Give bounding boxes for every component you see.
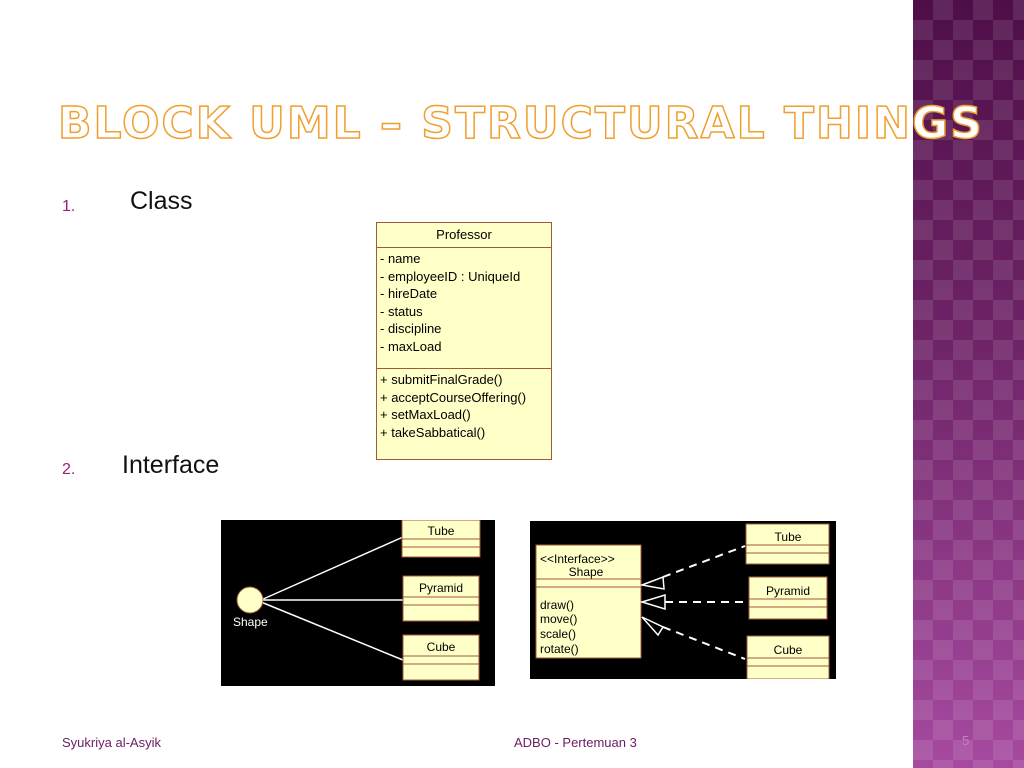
connector-line — [260, 601, 404, 661]
class-operations: + submitFinalGrade() + acceptCourseOffer… — [377, 369, 551, 441]
realization-arrowhead — [639, 593, 666, 611]
interface-lollipop-diagram: Shape Tube Pyramid Cube — [221, 519, 495, 686]
class-attribute: - employeeID : UniqueId — [380, 268, 521, 284]
interface-operation: move() — [540, 612, 577, 626]
class-name: Tube — [775, 530, 802, 544]
connector-line — [260, 536, 404, 601]
realization-line — [662, 626, 746, 660]
class-box-pyramid: Pyramid — [402, 575, 480, 622]
list-number-1: 1. — [62, 198, 76, 215]
slide-title: BLOCK UML – STRUCTURAL THINGS — [57, 97, 984, 150]
decorative-side-band — [913, 0, 1024, 768]
class-name: Pyramid — [419, 581, 463, 595]
interface-operation: draw() — [540, 598, 574, 612]
realization-arrowhead — [639, 575, 665, 590]
interface-operation: scale() — [540, 627, 576, 641]
class-attribute: - name — [380, 251, 421, 266]
class-name: Tube — [428, 524, 455, 538]
realization-arrowhead — [641, 616, 665, 637]
class-attribute: - status — [380, 303, 423, 319]
professor-class-diagram: Professor - name - employeeID : UniqueId… — [376, 222, 552, 460]
class-name: Cube — [774, 643, 803, 657]
footer-course: ADBO - Pertemuan 3 — [514, 735, 637, 750]
interface-operation: rotate() — [540, 642, 579, 656]
class-box-tube: Tube — [745, 523, 830, 565]
interface-circle — [236, 586, 264, 614]
class-operation: + setMaxLoad() — [380, 407, 471, 422]
class-name: Professor — [377, 223, 551, 248]
class-attributes: - name - employeeID : UniqueId - hireDat… — [377, 248, 551, 369]
class-name: Pyramid — [766, 584, 810, 598]
interface-realization-diagram: <<Interface>> Shape draw() move() scale(… — [530, 521, 836, 680]
class-operation: + acceptCourseOffering() — [380, 389, 527, 405]
interface-stereotype: <<Interface>> — [540, 552, 615, 566]
class-box-cube: Cube — [746, 635, 830, 680]
class-attribute: - discipline — [380, 321, 442, 336]
class-attribute: - hireDate — [380, 286, 438, 301]
interface-name: Shape — [569, 565, 604, 579]
realization-line — [662, 545, 746, 578]
class-attribute: - maxLoad — [380, 338, 442, 354]
slide-number: 5 — [962, 733, 970, 748]
footer-author: Syukriya al-Asyik — [62, 735, 161, 750]
class-box-tube: Tube — [401, 519, 481, 558]
class-name: Cube — [427, 640, 456, 654]
class-operation: + submitFinalGrade() — [380, 372, 503, 387]
list-item-interface: Interface — [122, 451, 220, 479]
interface-box-shape: <<Interface>> Shape draw() move() scale(… — [535, 544, 642, 659]
interface-label: Shape — [233, 615, 268, 629]
list-number-2: 2. — [62, 461, 76, 478]
class-box-cube: Cube — [402, 634, 480, 681]
list-item-class: Class — [130, 187, 193, 215]
class-operation: + takeSabbatical() — [380, 424, 486, 440]
class-box-pyramid: Pyramid — [748, 576, 828, 620]
